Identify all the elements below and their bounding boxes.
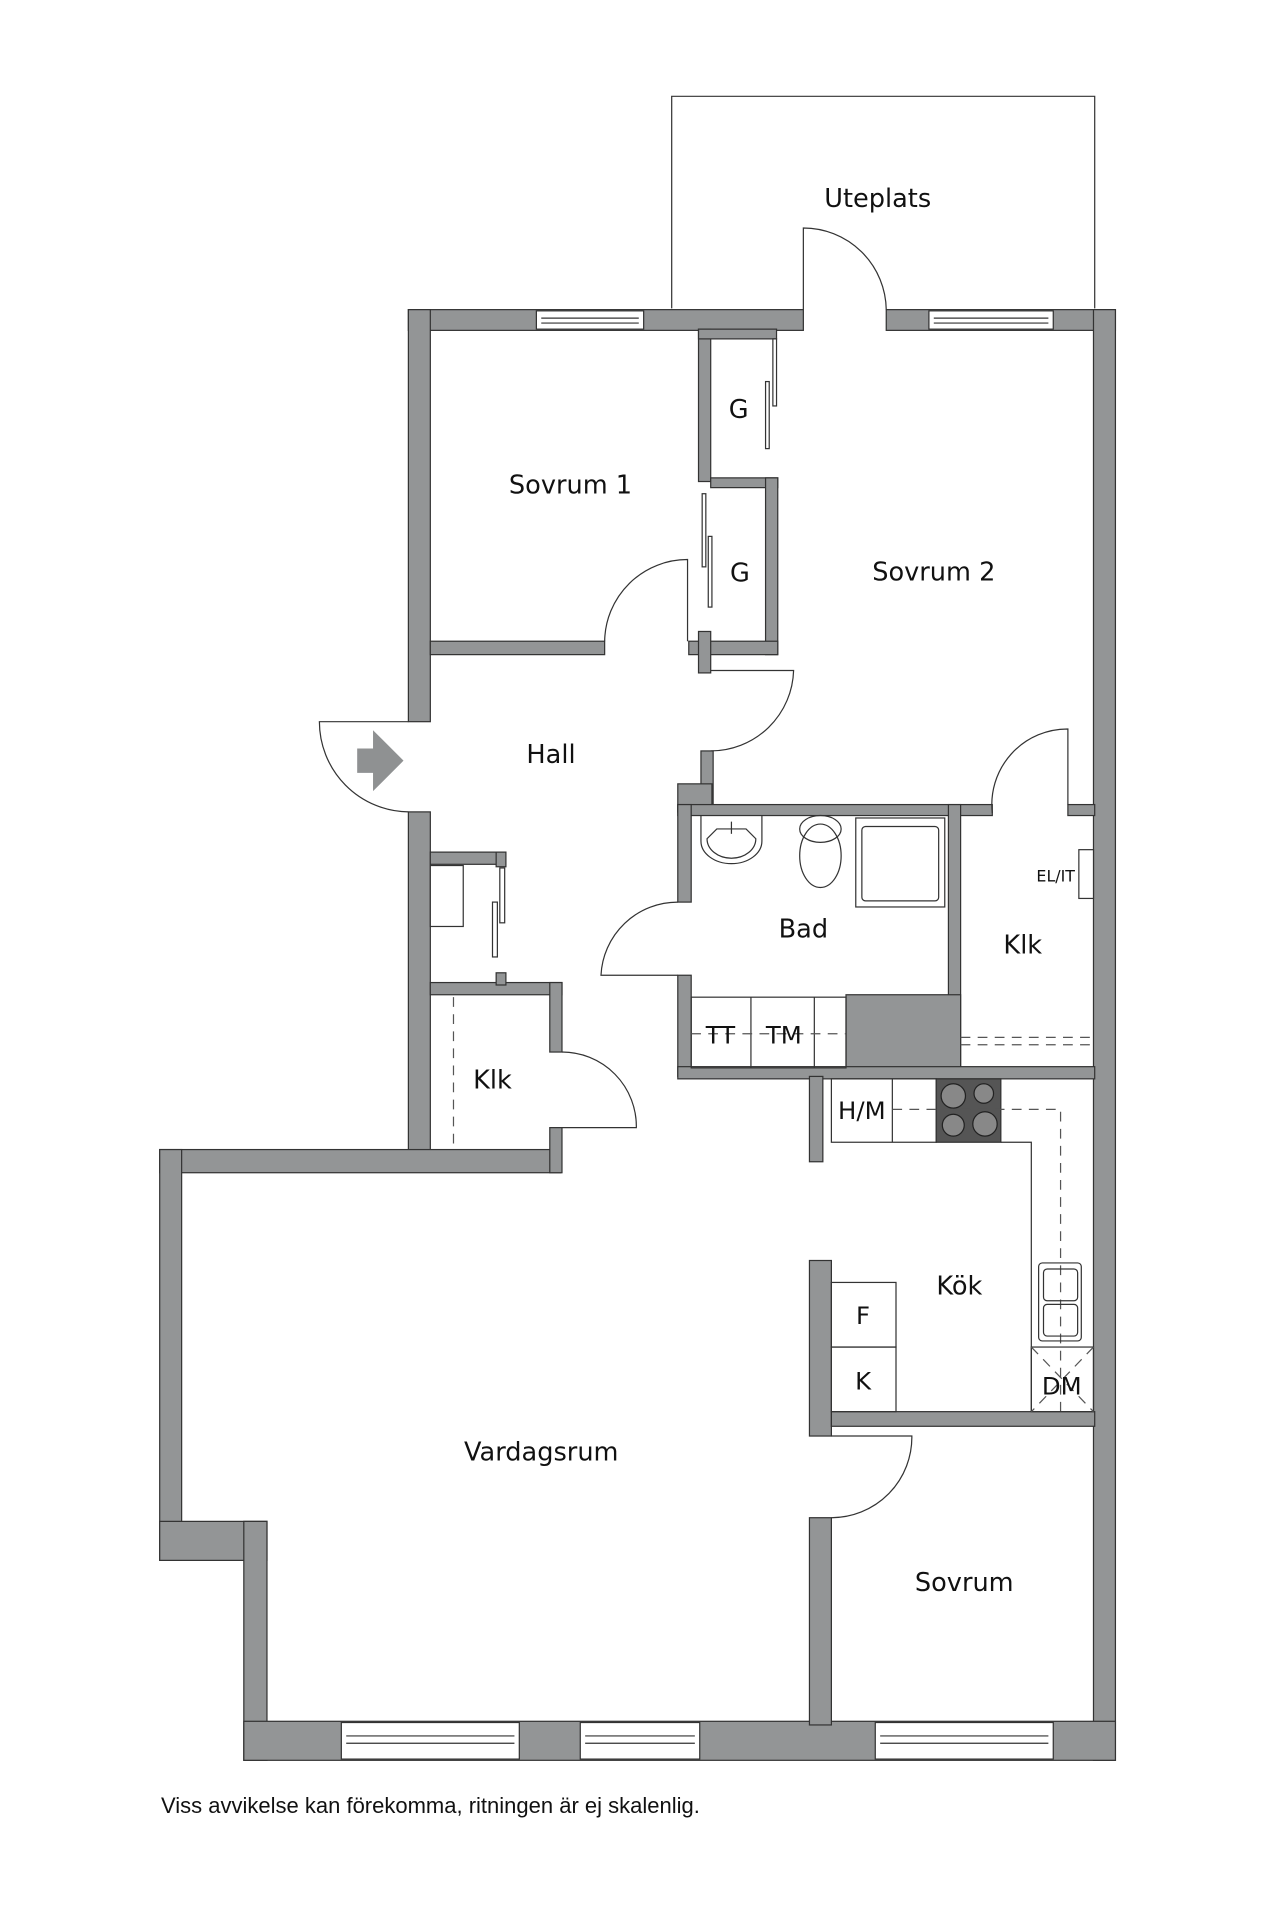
label-bad: Bad — [779, 914, 829, 944]
label-tt: TT — [705, 1021, 735, 1050]
label-garderob-2: G — [730, 558, 750, 588]
shower-icon — [855, 817, 946, 908]
label-vardagsrum: Vardagsrum — [464, 1437, 618, 1467]
kitchen-fixtures — [830, 1078, 1095, 1413]
sink-icon — [700, 815, 763, 865]
doors — [318, 558, 1069, 1519]
windows — [340, 310, 1054, 1760]
laundry-cabinets — [690, 996, 847, 1069]
wardrobe-doors — [429, 338, 778, 958]
label-el-it: EL/IT — [1036, 866, 1075, 885]
label-uteplats: Uteplats — [824, 184, 931, 214]
toilet-icon — [799, 823, 842, 889]
label-kok: Kök — [936, 1272, 982, 1302]
room-labels: Uteplats Sovrum 1 G G Sovrum 2 Hall Bad … — [464, 184, 1082, 1598]
kitchen-sink-icon — [1038, 1262, 1082, 1342]
uteplats-outline — [671, 95, 1096, 309]
label-klk-left: Klk — [473, 1066, 512, 1096]
freezer — [830, 1346, 897, 1413]
uteplats-door — [802, 227, 887, 310]
label-hm: H/M — [838, 1096, 886, 1125]
label-tm: TM — [765, 1021, 802, 1050]
label-sovrum-2: Sovrum 2 — [872, 557, 995, 587]
label-hall: Hall — [526, 740, 575, 770]
interior-walls — [429, 328, 1096, 1726]
bathroom-fixtures — [700, 814, 946, 908]
outer-walls — [159, 309, 1117, 1761]
label-dm: DM — [1042, 1372, 1082, 1401]
label-freezer: K — [855, 1367, 872, 1396]
el-it-cabinet — [1078, 849, 1095, 900]
label-sovrum: Sovrum — [915, 1568, 1014, 1598]
label-garderob-1: G — [729, 395, 749, 425]
disclaimer-text: Viss avvikelse kan förekomma, ritningen … — [161, 1793, 700, 1818]
entrance-arrow-icon — [357, 730, 404, 792]
label-sovrum-1: Sovrum 1 — [509, 471, 632, 501]
label-klk-right: Klk — [1003, 930, 1042, 960]
label-fridge: F — [856, 1301, 870, 1330]
